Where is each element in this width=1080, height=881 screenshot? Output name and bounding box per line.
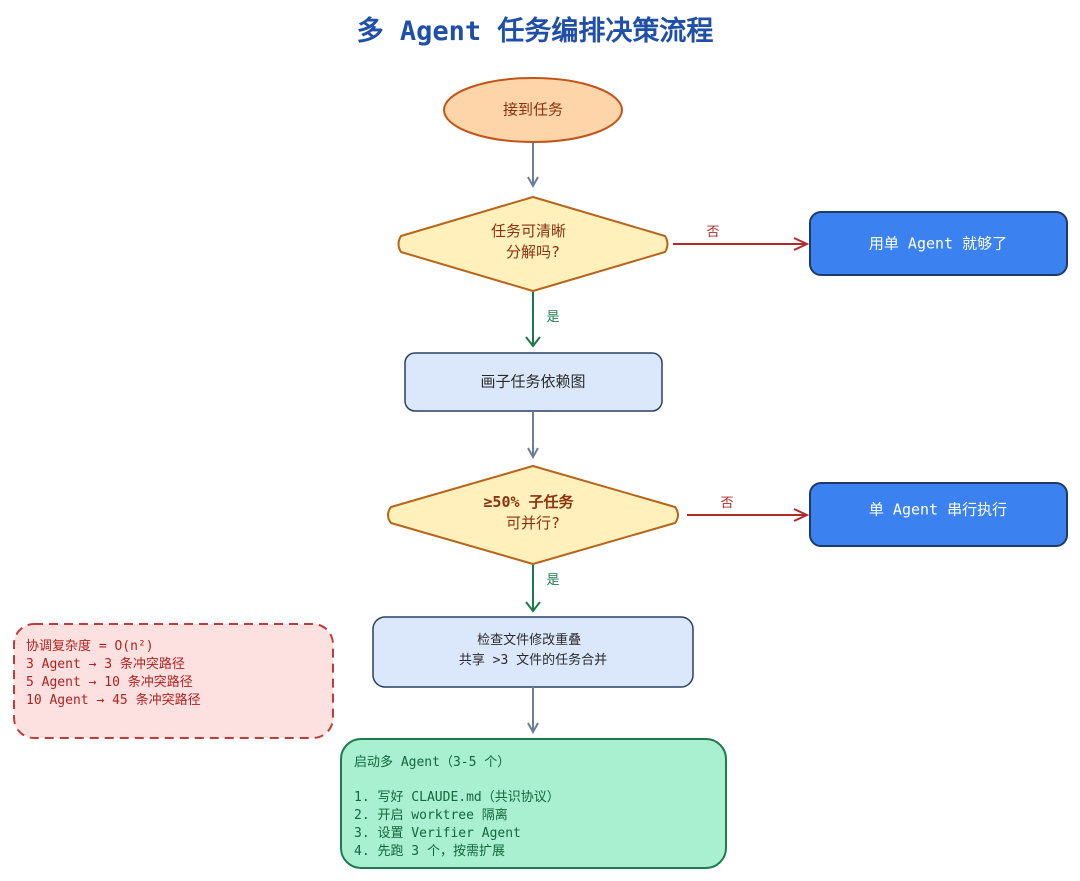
launch-step-4: 4. 先跑 3 个，按需扩展: [354, 844, 505, 859]
svg-text:协调复杂度 = O(n²) 3 Agent →: 协调复杂度 = O(n²) 3 Agent → 3 条冲突路径 5 Agent …: [26, 638, 201, 708]
edge-label-no-1: 否: [706, 225, 719, 240]
single-agent-label: 用单 Agent 就够了: [869, 235, 1007, 253]
single-agent-node: 用单 Agent 就够了: [809, 211, 1068, 276]
check-overlap-line1: 检查文件修改重叠: [477, 632, 581, 648]
check-file-overlap-node: 检查文件修改重叠 共享 >3 文件的任务合并: [372, 616, 694, 688]
decision-parallelizable: ≥50% 子任务 可并行?: [387, 465, 679, 565]
note-line-4: 10 Agent → 45 条冲突路径: [26, 692, 201, 708]
decision-decomposable: 任务可清晰 分解吗?: [397, 196, 669, 292]
svg-text:任务可清晰 分解吗?: 任务可清晰 分解吗?: [491, 222, 575, 261]
decision2-line1: ≥50% 子任务: [483, 493, 574, 511]
start-node: 接到任务: [443, 77, 623, 143]
note-line-3: 5 Agent → 10 条冲突路径: [26, 674, 193, 690]
note-line-1: 协调复杂度 = O(n²): [26, 638, 154, 654]
serial-agent-label: 单 Agent 串行执行: [869, 501, 1007, 519]
note-line-2: 3 Agent → 3 条冲突路径: [26, 656, 185, 672]
edge-label-no-2: 否: [720, 496, 733, 511]
launch-multi-agent-node: 启动多 Agent（3-5 个） 1. 写好 CLAUDE.md（共识协议） 2…: [340, 738, 727, 869]
decision2-line2: 可并行?: [506, 514, 560, 532]
serial-agent-node: 单 Agent 串行执行: [809, 482, 1068, 547]
edge-label-yes-1: 是: [546, 310, 559, 325]
svg-text:≥50% 子任务 可并行?: ≥50% 子任务 可并行?: [483, 493, 582, 532]
decision1-line2: 分解吗?: [506, 243, 560, 261]
draw-graph-label: 画子任务依赖图: [480, 373, 585, 391]
launch-step-2: 2. 开启 worktree 隔离: [354, 807, 508, 823]
decision1-line1: 任务可清晰: [491, 222, 566, 240]
launch-step-1: 1. 写好 CLAUDE.md（共识协议）: [354, 790, 560, 805]
svg-text:检查文件修改重叠 共享 >3 文件的任务合并: 检查文件修改重叠 共享 >3 文件的任务合并: [459, 632, 607, 668]
start-label: 接到任务: [503, 101, 563, 119]
draw-dependency-graph-node: 画子任务依赖图: [404, 352, 663, 412]
check-overlap-line2: 共享 >3 文件的任务合并: [459, 652, 607, 668]
launch-heading: 启动多 Agent（3-5 个）: [354, 754, 510, 770]
diagram-title: 多 Agent 任务编排决策流程: [357, 15, 714, 47]
coordination-complexity-note: 协调复杂度 = O(n²) 3 Agent → 3 条冲突路径 5 Agent …: [13, 623, 334, 739]
launch-step-3: 3. 设置 Verifier Agent: [354, 826, 521, 841]
edge-label-yes-2: 是: [546, 573, 559, 588]
svg-text:启动多 Agent（3-5 个） 1. 写好 C: 启动多 Agent（3-5 个） 1. 写好 CLAUDE.md（共识协议） 2…: [354, 754, 568, 859]
